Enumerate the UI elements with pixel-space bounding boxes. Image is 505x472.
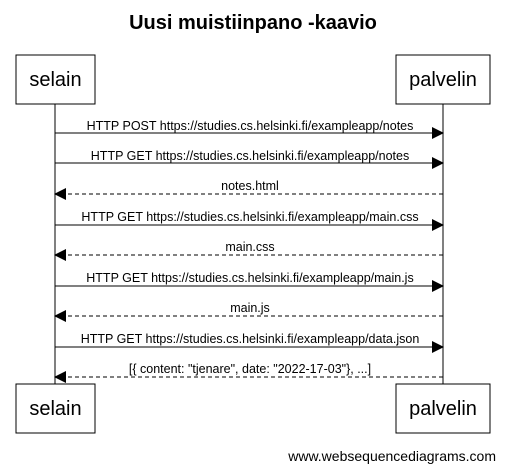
message-label: main.js	[230, 301, 270, 315]
messages: HTTP POST https://studies.cs.helsinki.fi…	[54, 119, 444, 383]
message-label: HTTP GET https://studies.cs.helsinki.fi/…	[91, 149, 409, 163]
message-label: main.css	[225, 240, 274, 254]
actor-box-selain-top: selain	[15, 54, 96, 105]
actor-label: palvelin	[409, 398, 477, 420]
message-label: notes.html	[221, 179, 279, 193]
actor-label: selain	[29, 398, 81, 420]
message-label: HTTP POST https://studies.cs.helsinki.fi…	[87, 119, 414, 133]
actor-label: selain	[29, 69, 81, 91]
watermark: www.websequencediagrams.com	[287, 448, 496, 464]
actor-label: palvelin	[409, 69, 477, 91]
message-label: HTTP GET https://studies.cs.helsinki.fi/…	[81, 332, 420, 346]
actor-box-palvelin-bottom: palvelin	[395, 383, 491, 434]
message-label: HTTP GET https://studies.cs.helsinki.fi/…	[81, 210, 418, 224]
message-label: [{ content: "tjenare", date: "2022-17-03…	[129, 362, 371, 376]
message-label: HTTP GET https://studies.cs.helsinki.fi/…	[86, 271, 413, 285]
diagram-title: Uusi muistiinpano -kaavio	[129, 12, 377, 34]
actor-box-selain-bottom: selain	[15, 383, 96, 434]
actor-box-palvelin-top: palvelin	[395, 54, 491, 105]
